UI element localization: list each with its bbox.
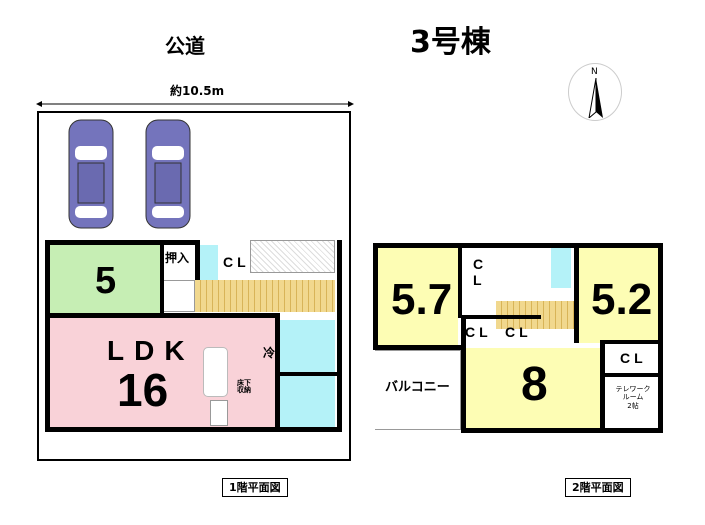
compass-north-label: N (591, 67, 598, 77)
fridge-label: 冷 (263, 346, 276, 360)
kitchen-counter (203, 347, 228, 397)
telework-label-3: 2帖 (627, 401, 639, 410)
width-dimension: 約10.5m (170, 84, 225, 98)
closet-label: CL (620, 350, 647, 366)
closet-label-l: L (473, 272, 486, 288)
north-arrow-icon (588, 78, 603, 118)
road-label: 公道 (165, 34, 205, 58)
closet-label: CL (223, 254, 250, 270)
room-5-2 (579, 248, 659, 343)
building-title: 3号棟 (410, 25, 491, 60)
room-size-5-7: 5.7 (391, 275, 453, 324)
toilet-2f (551, 248, 571, 288)
room-size-8: 8 (521, 358, 548, 411)
room-bedroom-1f (50, 245, 160, 313)
car-icon (68, 119, 114, 229)
washroom (280, 320, 335, 372)
dimension-arrow (36, 101, 354, 107)
car-icon (145, 119, 191, 229)
ldk-label: LDK (107, 335, 195, 366)
floor1-plan: 5 押入 CL LDK 16 冷 床下収納 (45, 240, 342, 432)
underfloor-storage-label: 床下収納 (237, 379, 251, 394)
stove-icon (210, 400, 228, 426)
telework-label-1: テレワーク (615, 385, 651, 393)
toilet-1f (200, 245, 218, 280)
floor1-walls (45, 240, 342, 432)
room-8 (465, 348, 605, 428)
balcony-label: バルコニー (385, 380, 450, 395)
ldk-size: 16 (117, 364, 169, 416)
room-size-bedroom: 5 (95, 260, 117, 302)
site-boundary (37, 111, 351, 461)
room-5-7 (378, 248, 458, 348)
closet-label: CL (505, 324, 532, 340)
closet-label: CL (465, 324, 492, 340)
closet-label-c: C (473, 256, 488, 272)
compass: N (568, 63, 622, 121)
hallway-1f (195, 280, 335, 312)
room-size-5-2: 5.2 (591, 275, 653, 324)
patio (250, 240, 335, 273)
oshiire-label: 押入 (165, 251, 190, 265)
room-ldk (50, 318, 275, 428)
telework-label-2: ルーム (622, 393, 644, 402)
bathroom (280, 376, 335, 428)
floor1-caption: 1階平面図 (222, 478, 288, 497)
floor2-caption: 2階平面図 (565, 478, 631, 497)
balcony (375, 350, 461, 430)
